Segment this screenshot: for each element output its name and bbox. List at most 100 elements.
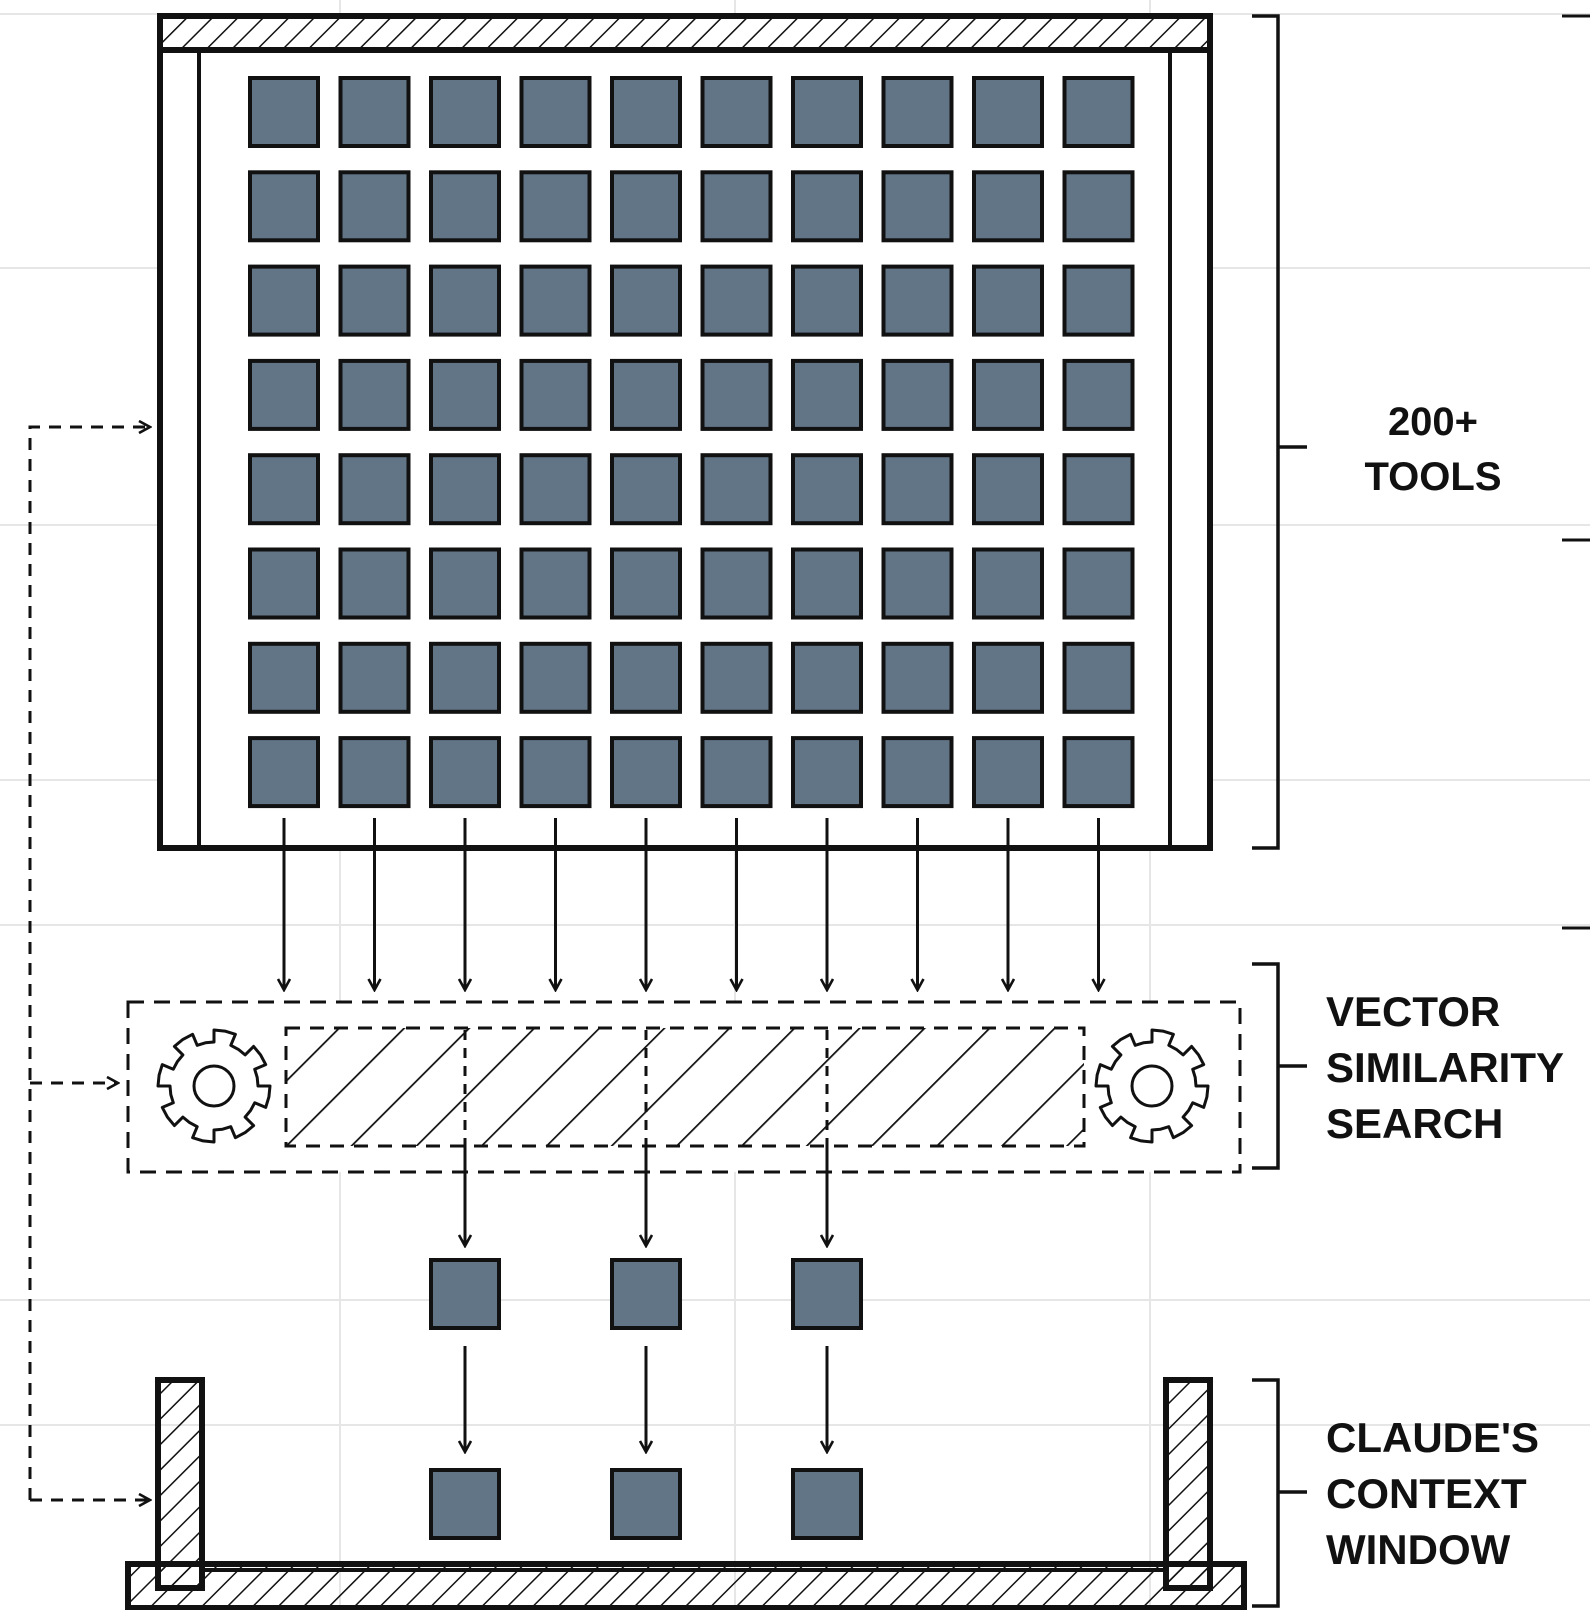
tool-tile [793, 738, 861, 806]
tool-tile [703, 267, 771, 335]
feedback-dashed-lines [30, 427, 150, 1500]
tool-tile [1065, 172, 1133, 240]
tool-tile [431, 738, 499, 806]
tool-tile [341, 550, 409, 618]
tool-tile [431, 550, 499, 618]
vector-search-module [128, 1002, 1240, 1172]
tool-tile [974, 550, 1042, 618]
tool-tile [703, 738, 771, 806]
tool-tile [250, 172, 318, 240]
tool-tile [793, 267, 861, 335]
tool-tile [612, 455, 680, 523]
context-tool-tile [793, 1470, 861, 1538]
context-tools [431, 1470, 861, 1538]
tool-tile [884, 172, 952, 240]
tool-tile [612, 550, 680, 618]
selected-tool-tile [793, 1260, 861, 1328]
tool-tile [341, 78, 409, 146]
vector-label-line-3: SEARCH [1326, 1100, 1503, 1147]
tool-tile [341, 455, 409, 523]
tool-tile [703, 172, 771, 240]
tool-tile [1065, 267, 1133, 335]
selected-tool-tile [612, 1260, 680, 1328]
tool-tile [974, 738, 1042, 806]
tool-tile [1065, 644, 1133, 712]
tool-tile [612, 267, 680, 335]
tool-tile [522, 644, 590, 712]
tool-tile [703, 78, 771, 146]
tool-tile [974, 361, 1042, 429]
tool-tile [431, 78, 499, 146]
tool-tile [522, 78, 590, 146]
tool-tile [884, 644, 952, 712]
brace-tools [1252, 16, 1307, 848]
tool-tile [884, 455, 952, 523]
tool-tile [884, 738, 952, 806]
tool-tile [1065, 455, 1133, 523]
tool-tile [250, 361, 318, 429]
tool-tile [793, 172, 861, 240]
tool-tile [974, 455, 1042, 523]
tool-tile [703, 644, 771, 712]
tool-tile [793, 644, 861, 712]
tool-tile [250, 455, 318, 523]
tools-label-line-1: 200+ [1388, 400, 1478, 444]
tool-tile [341, 172, 409, 240]
tool-tile [612, 644, 680, 712]
gear-icon [158, 1030, 270, 1142]
context-tool-tile [431, 1470, 499, 1538]
tool-tile [341, 644, 409, 712]
vector-label-line-2: SIMILARITY [1326, 1044, 1564, 1091]
tool-tile [1065, 78, 1133, 146]
tool-tile [884, 550, 952, 618]
tool-tile [612, 78, 680, 146]
tool-tile [250, 644, 318, 712]
tool-tile [522, 738, 590, 806]
tool-tile [431, 455, 499, 523]
selected-tools [431, 1260, 861, 1328]
edge-ticks [1562, 16, 1590, 928]
tool-tile [522, 455, 590, 523]
context-window-tray [128, 1380, 1244, 1608]
selected-tool-tile [431, 1260, 499, 1328]
tool-tile [793, 78, 861, 146]
vector-label-line-1: VECTOR [1326, 988, 1500, 1035]
tool-tile [974, 172, 1042, 240]
context-arrows [465, 1346, 827, 1452]
tool-tile [1065, 738, 1133, 806]
tool-tile [522, 550, 590, 618]
tool-tile [522, 172, 590, 240]
tool-tile [884, 78, 952, 146]
tool-tile [250, 267, 318, 335]
tool-tile [1065, 550, 1133, 618]
tool-tile [431, 267, 499, 335]
context-label-line-1: CLAUDE'S [1326, 1414, 1539, 1461]
tool-tile [341, 361, 409, 429]
tool-tile [612, 738, 680, 806]
tool-tile [793, 550, 861, 618]
tool-tile [974, 644, 1042, 712]
tool-tile [612, 172, 680, 240]
tool-tile [703, 361, 771, 429]
context-label-line-2: CONTEXT [1326, 1470, 1527, 1517]
gear-hub [194, 1066, 234, 1106]
gear-hub [1132, 1066, 1172, 1106]
tool-tile [250, 738, 318, 806]
tool-tile [793, 361, 861, 429]
tool-tile [974, 267, 1042, 335]
tool-tile [884, 267, 952, 335]
tool-tile [250, 550, 318, 618]
tool-tile [341, 738, 409, 806]
tool-tile [703, 455, 771, 523]
tool-tile [522, 267, 590, 335]
context-tool-tile [612, 1470, 680, 1538]
gear-icon [1096, 1030, 1208, 1142]
tool-tile [612, 361, 680, 429]
tool-tile [884, 361, 952, 429]
tool-tile [341, 267, 409, 335]
brace-vector-search [1252, 964, 1307, 1168]
tool-tile [431, 361, 499, 429]
context-label-line-3: WINDOW [1326, 1526, 1511, 1573]
